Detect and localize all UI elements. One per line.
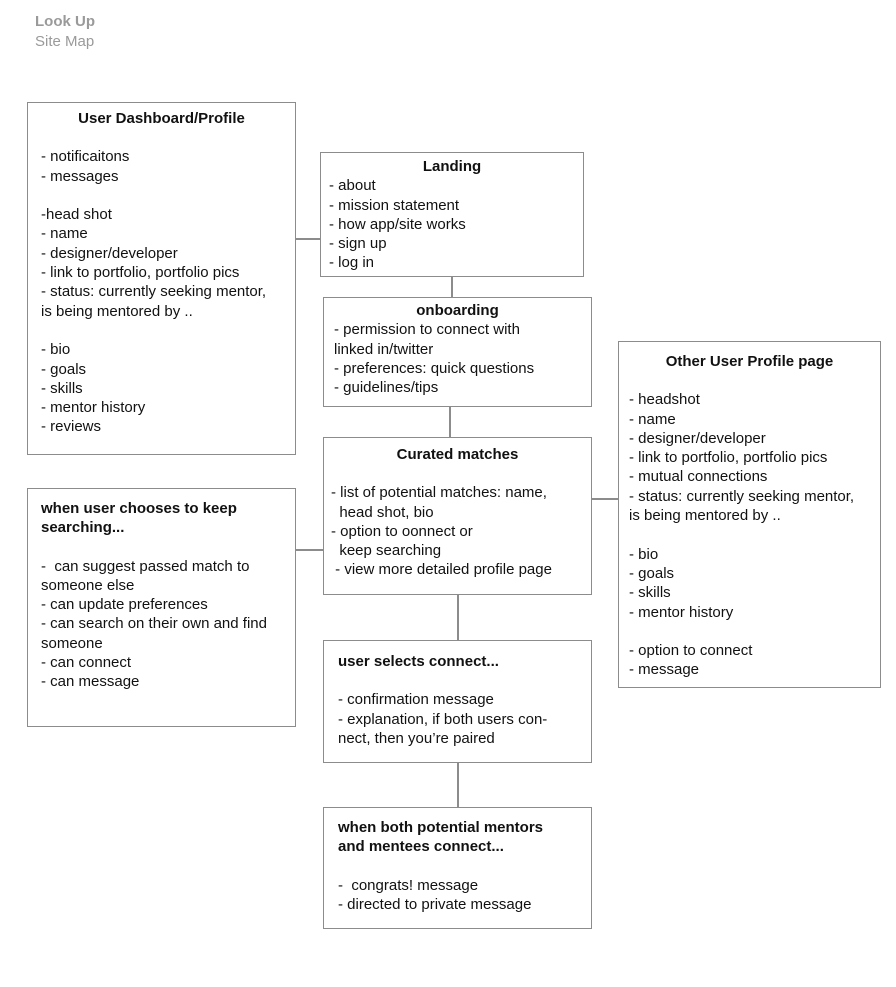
box-title: Landing: [422, 158, 482, 175]
keep-searching-box: when user chooses to keep searching... -…: [27, 488, 296, 727]
app-title: Look Up: [35, 13, 95, 30]
box-body: - permission to connect with linked in/t…: [334, 321, 535, 397]
box-title: Other User Profile page: [665, 353, 834, 370]
box-body: - congrats! message - directed to privat…: [338, 876, 532, 913]
curated-matches-box: Curated matches - list of potential matc…: [323, 437, 592, 595]
box-body: - can suggest passed match to someone el…: [41, 557, 267, 691]
box-title: when both potential mentors and mentees …: [338, 819, 543, 856]
connector-curated-keep-searching: [295, 549, 324, 551]
user-selects-connect-box: user selects connect... - confirmation m…: [323, 640, 592, 763]
box-body: - about - mission statement - how app/si…: [329, 177, 466, 272]
box-body: - list of potential matches: name, head …: [331, 484, 552, 579]
page-subtitle: Site Map: [35, 33, 95, 50]
connector-curated-connect: [457, 594, 459, 641]
connector-dashboard-landing: [295, 238, 321, 240]
box-title: when user chooses to keep searching...: [41, 500, 237, 537]
box-title: onboarding: [416, 302, 499, 319]
connector-onboarding-curated: [449, 406, 451, 438]
connector-curated-other-profile: [591, 498, 619, 500]
box-title: user selects connect...: [338, 653, 499, 670]
box-body: - confirmation message - explanation, if…: [338, 691, 548, 747]
connector-connect-both: [457, 762, 459, 808]
both-connect-box: when both potential mentors and mentees …: [323, 807, 592, 929]
box-body: - headshot - name - designer/developer -…: [629, 391, 855, 679]
box-title: Curated matches: [396, 446, 519, 463]
box-title: User Dashboard/Profile: [78, 110, 245, 127]
dashboard-box: User Dashboard/Profile - notificaitons -…: [27, 102, 296, 455]
other-user-profile-box: Other User Profile page - headshot - nam…: [618, 341, 881, 688]
connector-landing-onboarding: [451, 276, 453, 298]
landing-box: Landing - about - mission statement - ho…: [320, 152, 584, 277]
onboarding-box: onboarding - permission to connect with …: [323, 297, 592, 407]
box-body: - notificaitons - messages -head shot - …: [41, 148, 267, 436]
